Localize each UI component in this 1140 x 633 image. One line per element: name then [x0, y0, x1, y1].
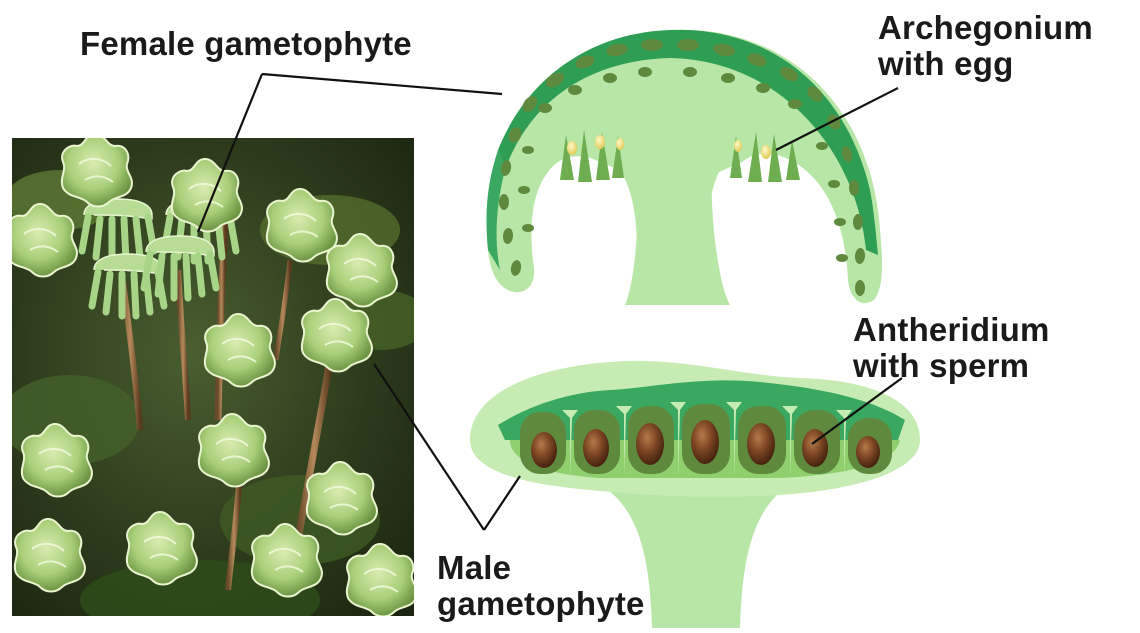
leader-female-to-section — [262, 74, 502, 94]
archegonium-label-line1: Archegonium — [878, 10, 1093, 46]
archegonium-label-line2: with egg — [878, 46, 1093, 82]
antheridium-label-line2: with sperm — [853, 348, 1050, 384]
liverwort-photo — [0, 134, 430, 628]
antheridium-label: Antheridium with sperm — [853, 312, 1050, 384]
male-label-line1: Male — [437, 550, 645, 586]
archegonium-label: Archegonium with egg — [878, 10, 1093, 82]
male-label-line2: gametophyte — [437, 586, 645, 622]
leader-male-to-section — [484, 476, 520, 530]
male-gametophyte-label: Male gametophyte — [437, 550, 645, 622]
antheridium-label-line1: Antheridium — [853, 312, 1050, 348]
female-gametophyte-label: Female gametophyte — [80, 26, 412, 62]
archegoniophore-section — [486, 30, 882, 305]
